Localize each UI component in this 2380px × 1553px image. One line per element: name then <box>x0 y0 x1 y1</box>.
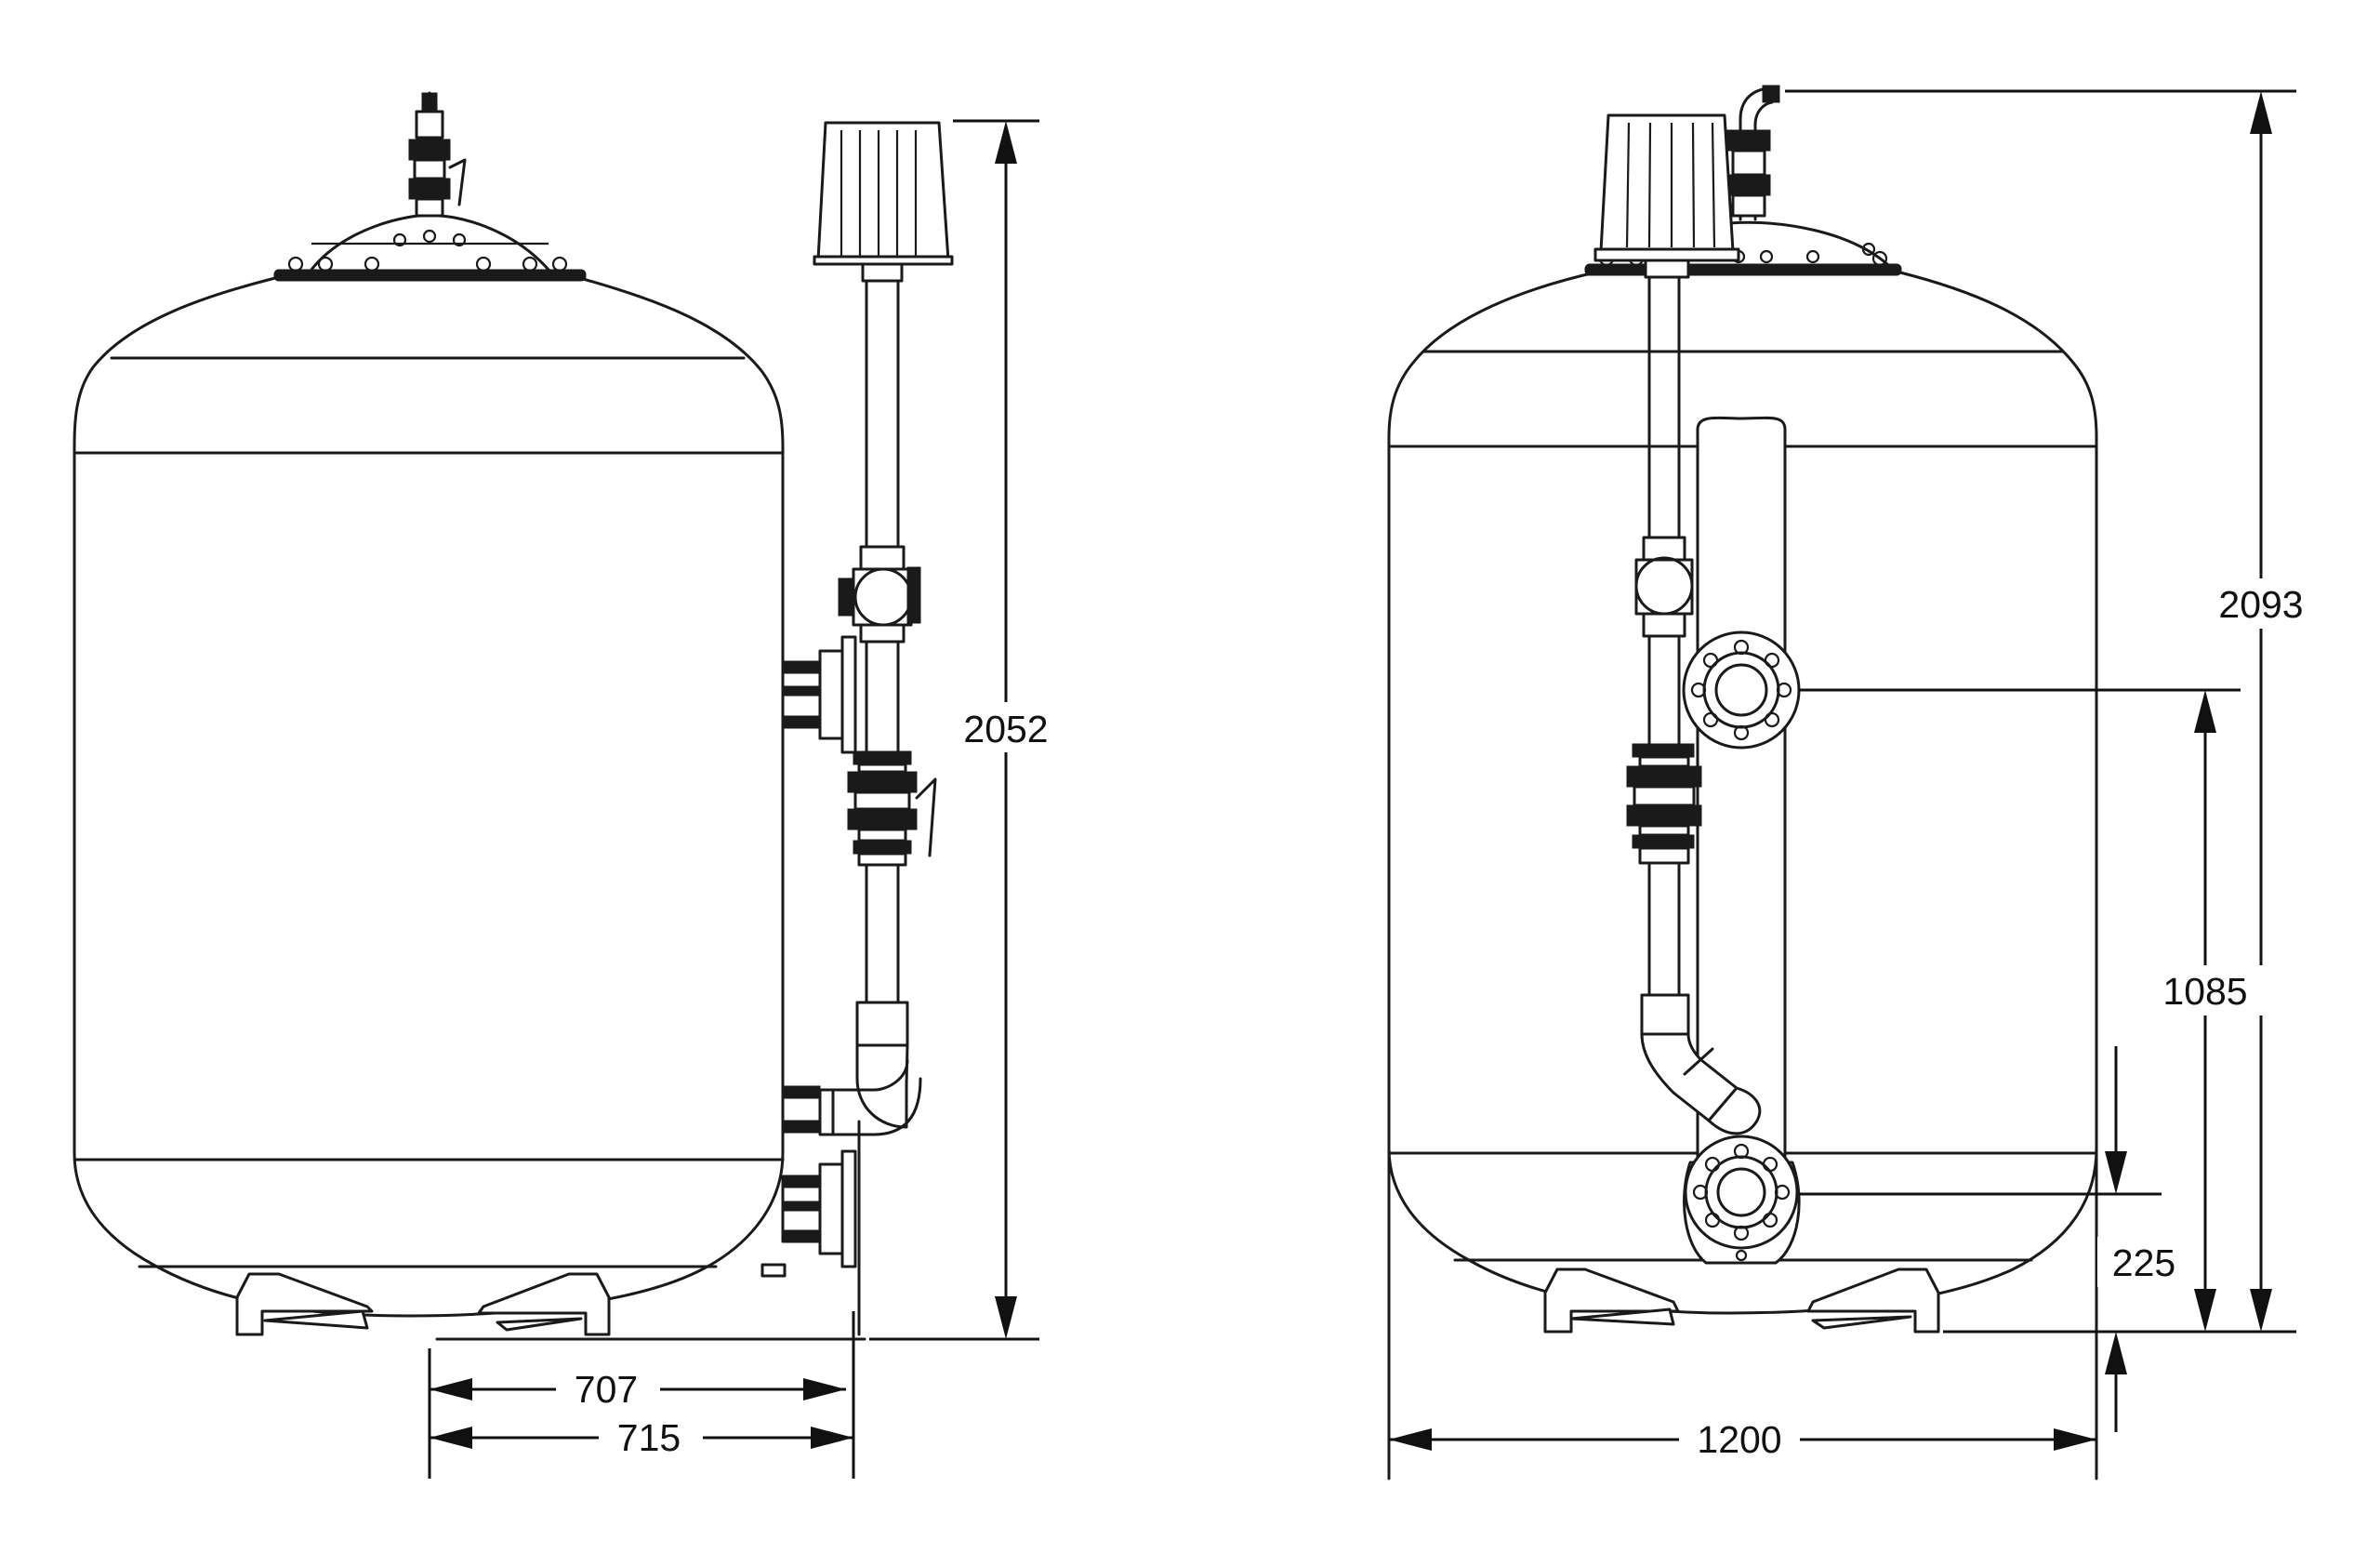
right-vertical-pipe <box>1626 275 1762 1135</box>
left-tank-body <box>73 275 785 1318</box>
left-vertical-pipe <box>813 121 954 1336</box>
left-707-label: 707 <box>575 1368 638 1411</box>
right-lower-flange <box>1683 1135 1801 1265</box>
right-height-dimension: 2093 <box>1785 89 2319 1334</box>
right-air-vent-valve <box>1726 85 1780 221</box>
right-1200-label: 1200 <box>1697 1418 1781 1461</box>
left-height-dimension: 2052 <box>869 119 1065 1341</box>
left-support-feet <box>235 1272 866 1341</box>
left-715-label: 715 <box>617 1416 681 1459</box>
right-top-dome <box>1584 85 1902 279</box>
right-2093-label: 2093 <box>2218 583 2303 626</box>
right-1085-label: 1085 <box>2162 970 2247 1013</box>
left-air-vent-valve <box>408 91 467 218</box>
right-view: 2093 1085 225 1200 <box>1387 85 2319 1480</box>
left-width-dimensions: 707 715 <box>428 1311 855 1479</box>
right-225-label: 225 <box>2112 1241 2175 1284</box>
left-height-label: 2052 <box>963 708 1048 750</box>
right-upper-flange <box>1682 630 1801 750</box>
right-central-pipe <box>1696 416 1787 1174</box>
left-upper-nozzle <box>781 635 857 754</box>
right-support-feet <box>1543 1268 1940 1334</box>
left-view: 2052 707 715 <box>73 91 1065 1479</box>
left-top-dome <box>273 91 587 282</box>
left-lower-nozzle <box>760 1149 857 1278</box>
right-width-dimension: 1200 <box>1389 1415 2096 1464</box>
left-small-nozzle <box>781 1085 835 1136</box>
right-lower-flange-height-dimension: 225 <box>1799 1046 2190 1432</box>
right-upper-flange-height-dimension: 1085 <box>1799 688 2265 1332</box>
left-dome-bolts <box>287 229 568 272</box>
